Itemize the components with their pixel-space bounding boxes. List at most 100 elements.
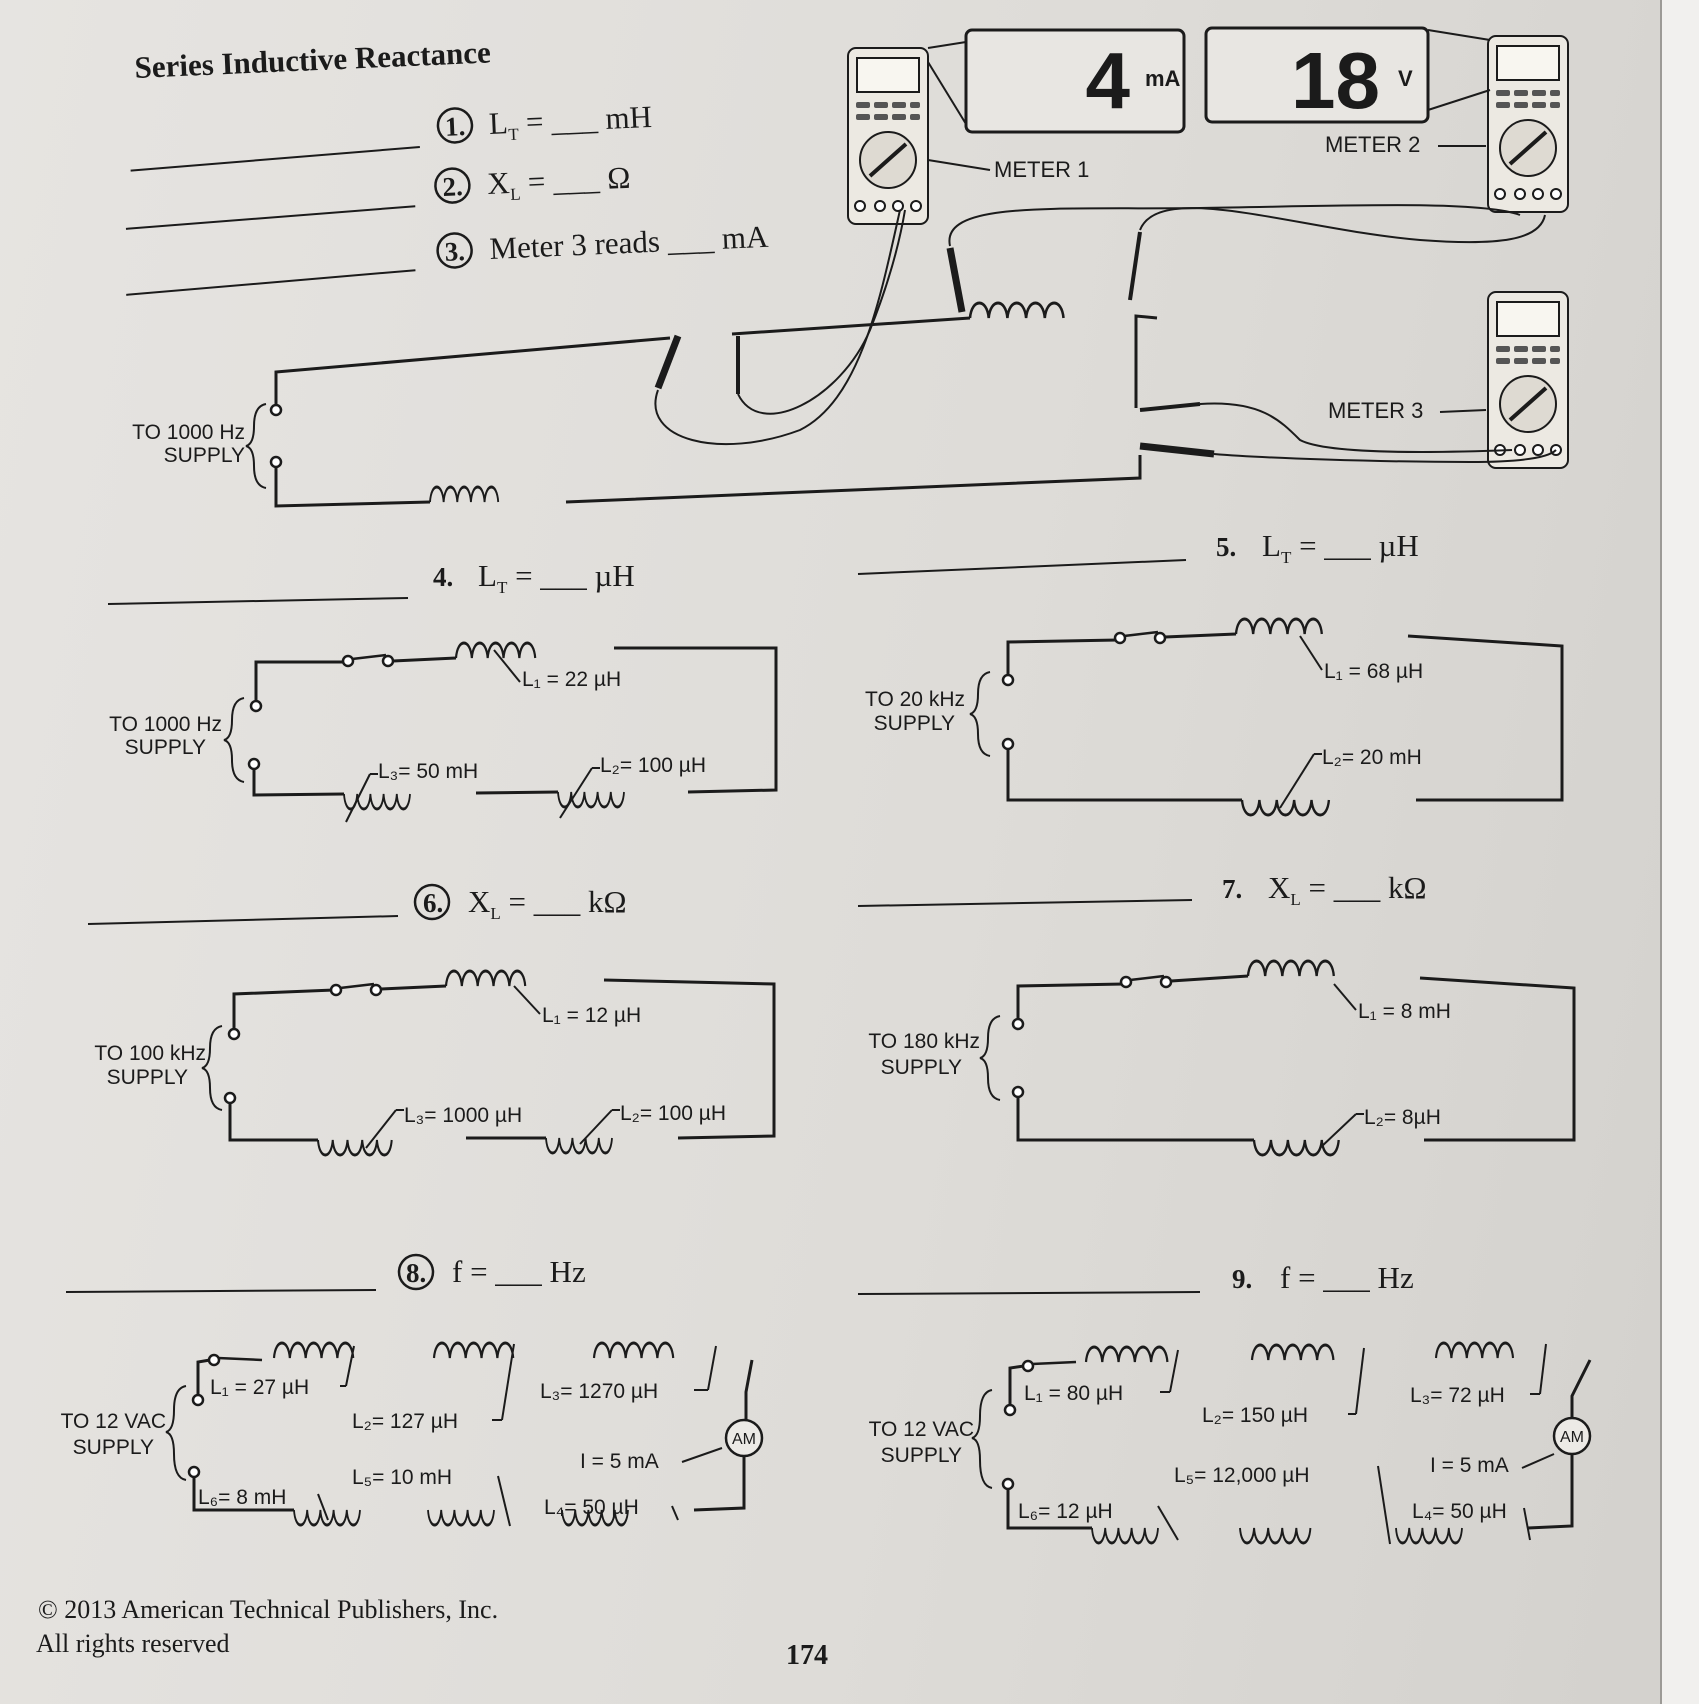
question-text: XL = ___ Ω (487, 160, 632, 205)
inductor (428, 485, 500, 504)
problem-5: 5. LT = ___ µH TO 20 kHz SUPPLY L₁ = 68 … (857, 528, 1564, 817)
inductor-l1 (1234, 617, 1324, 636)
l4-label: L₄= 50 µH (544, 1496, 639, 1519)
question-number: 3. (444, 236, 466, 267)
supply-label: SUPPLY (73, 1436, 154, 1459)
meter-1 (846, 46, 930, 226)
supply-label: TO 12 VAC (869, 1418, 974, 1441)
switch[interactable] (1119, 974, 1173, 989)
l3-label: L₃= 1000 µH (404, 1104, 522, 1127)
circle-mark (434, 167, 471, 204)
question-number: 8. (406, 1258, 426, 1288)
l5-label: L₅= 12,000 µH (1174, 1464, 1310, 1487)
switch[interactable] (1113, 630, 1167, 645)
supply-label: TO 12 VAC (61, 1410, 166, 1433)
probe-red (1128, 231, 1142, 301)
supply-label: TO 100 kHz (94, 1042, 206, 1065)
answer-blank-7[interactable] (857, 899, 1193, 907)
answer-blank-2[interactable] (125, 205, 416, 230)
problem-7: 7. XL = ___ kΩ TO 180 kHz SUPPLY L₁ = 8 … (857, 870, 1576, 1157)
switch[interactable] (329, 982, 383, 997)
question-number: 6. (423, 888, 443, 918)
supply-label: TO 20 kHz (865, 688, 965, 711)
terminal (269, 455, 283, 469)
supply-label: SUPPLY (107, 1066, 188, 1089)
question-text: LT = ___ mH (488, 99, 653, 145)
meter-3 (1486, 290, 1570, 470)
l2-label: L₂= 100 µH (600, 754, 706, 777)
question-text: Meter 3 reads ___ mA (489, 219, 770, 266)
question-text: XL = ___ kΩ (468, 884, 627, 923)
l1-label: L₁ = 8 mH (1358, 1000, 1451, 1023)
switch[interactable] (341, 653, 395, 668)
next-page-edge (1660, 0, 1699, 1704)
ammeter-label: AM (732, 1431, 756, 1448)
terminal (269, 403, 283, 417)
inductor-l3 (1434, 1341, 1515, 1360)
question-number: 2. (442, 171, 464, 202)
display-1: 4 mA (964, 28, 1186, 134)
switch[interactable] (1021, 1359, 1035, 1373)
question-text: f = ___ Hz (452, 1254, 586, 1289)
l1-label: L₁ = 27 µH (210, 1376, 309, 1399)
l3-label: L₃= 1270 µH (540, 1380, 658, 1403)
inductor-l4 (1394, 1526, 1464, 1545)
problem-9: 9. f = ___ Hz TO 12 VAC SUPPLY AM L₁ = 8… (857, 1260, 1592, 1545)
l5-label: L₅= 10 mH (352, 1466, 452, 1489)
answer-blank-5[interactable] (857, 559, 1187, 575)
question-text: XL = ___ kΩ (1268, 870, 1427, 909)
meter-2 (1486, 34, 1570, 214)
probe-black (1139, 442, 1215, 458)
page-title: Series Inductive Reactance (134, 34, 492, 85)
question-text: LT = ___ µH (478, 558, 635, 597)
inductor-l1 (1246, 959, 1336, 978)
supply-label: TO 1000 Hz (109, 713, 222, 736)
display-1-value: 4 (1086, 36, 1131, 125)
circle-mark (436, 232, 473, 269)
answer-blank-6[interactable] (87, 915, 399, 925)
meter-1-label: METER 1 (994, 157, 1089, 182)
inductor-l3 (592, 1341, 675, 1360)
supply-label: SUPPLY (125, 736, 206, 759)
question-number: 7. (1222, 874, 1242, 904)
display-2-unit: V (1398, 66, 1413, 91)
meter-2-label: METER 2 (1325, 132, 1420, 157)
answer-blank-1[interactable] (130, 146, 420, 172)
switch[interactable] (207, 1353, 221, 1367)
meter-3-label: METER 3 (1328, 398, 1423, 423)
circle-mark (397, 1253, 435, 1291)
answer-blank-3[interactable] (126, 269, 416, 296)
question-text: f = ___ Hz (1280, 1260, 1414, 1295)
probe-black (654, 334, 682, 390)
inductor-l3 (316, 1138, 394, 1157)
current-label: I = 5 mA (1430, 1454, 1509, 1477)
problem-8: 8. f = ___ Hz TO 12 VAC SUPPLY AM L₁ = 2… (61, 1253, 764, 1527)
circle-mark (413, 883, 451, 921)
inductor-l5 (1238, 1526, 1312, 1545)
supply-label: SUPPLY (874, 712, 955, 735)
l2-label: L₂= 150 µH (1202, 1404, 1308, 1427)
answer-blank-4[interactable] (107, 597, 409, 605)
l3-label: L₃= 72 µH (1410, 1384, 1505, 1407)
l2-label: L₂= 8µH (1364, 1106, 1441, 1129)
display-2: 18 V (1204, 26, 1430, 125)
question-number: 9. (1232, 1264, 1252, 1294)
l3-label: L₃= 50 mH (378, 760, 478, 783)
answer-blank-8[interactable] (65, 1289, 377, 1293)
l6-label: L₆= 12 µH (1018, 1500, 1113, 1523)
rights: All rights reserved (36, 1629, 230, 1658)
inductor-l2 (432, 1341, 515, 1360)
answer-blank-9[interactable] (857, 1291, 1201, 1295)
l2-label: L₂= 127 µH (352, 1410, 458, 1433)
question-3: 3. Meter 3 reads ___ mA (126, 219, 770, 296)
inductor (968, 301, 1065, 320)
probe-black (946, 247, 966, 313)
inductor-l5 (426, 1508, 496, 1527)
inductor-l1 (444, 969, 527, 988)
l2-label: L₂= 20 mH (1322, 746, 1422, 769)
supply-label: SUPPLY (164, 444, 245, 467)
l4-label: L₄= 50 µH (1412, 1500, 1507, 1523)
supply-label: SUPPLY (881, 1056, 962, 1079)
